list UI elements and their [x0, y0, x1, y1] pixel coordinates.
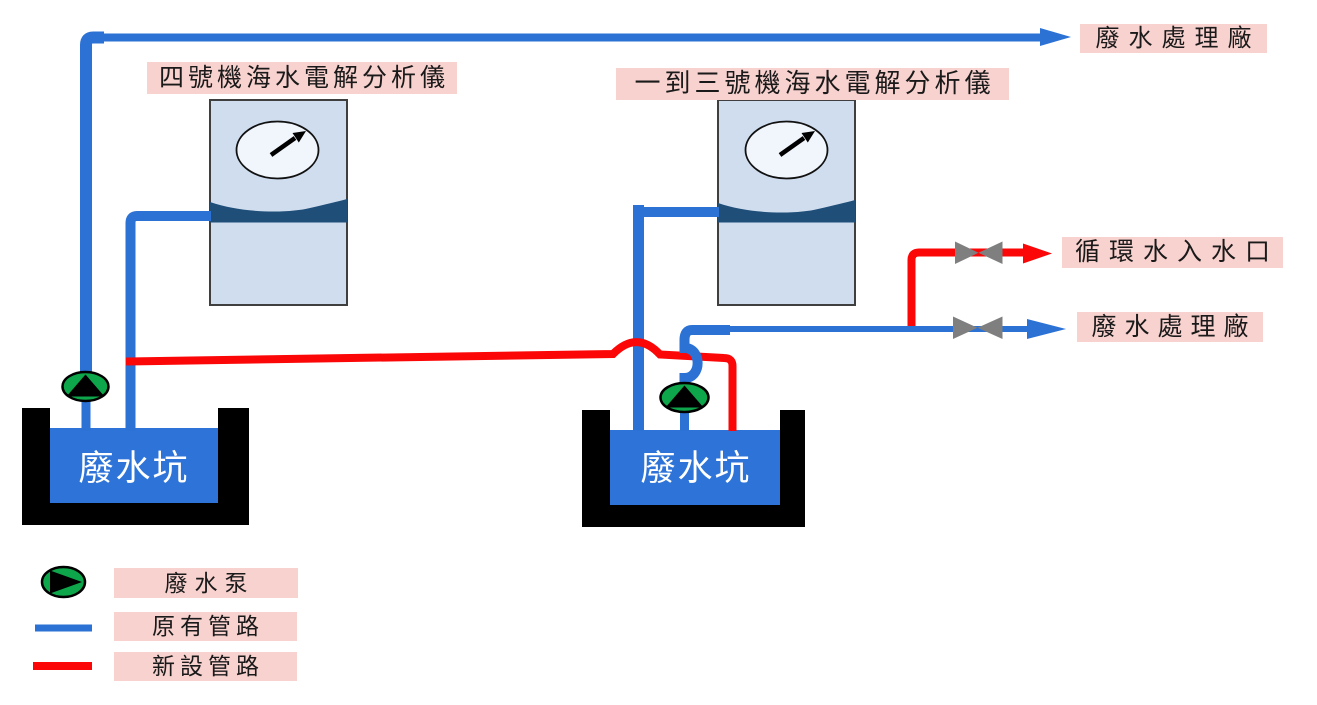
label-analyzer-unit1to3: 一到三號機海水電解分析儀 [616, 68, 1009, 100]
legend-new-pipe-swatch [33, 662, 92, 670]
legend-label-new-pipe: 新設管路 [114, 652, 297, 681]
analyzer-unit1to3-band [718, 200, 855, 223]
analyzer-unit1to3 [717, 99, 856, 306]
label-circulating-water-inlet: 循環水入水口 [1062, 237, 1283, 268]
analyzer-unit1to3-needle-icon [778, 136, 806, 157]
pump-left-icon [61, 370, 110, 403]
pit-right-basin [582, 410, 805, 527]
valve-new-pipe-icon [955, 241, 1003, 264]
existing-pipe-left-riser [80, 31, 104, 382]
analyzer-unit4-needle-tip [292, 131, 306, 143]
valve-new-right-wedge [978, 241, 1003, 264]
label-pit-right: 廢水坑 [640, 448, 752, 488]
analyzer-unit1to3-needle-tip [801, 131, 815, 143]
analyzer-unit4 [209, 99, 348, 306]
pump-left-impeller [66, 374, 105, 397]
legend-label-existing-pipe: 原有管路 [114, 612, 297, 641]
valve-existing-left-wedge [953, 316, 978, 339]
analyzer-unit4-needle-icon [269, 136, 297, 157]
label-analyzer-unit4: 四號機海水電解分析儀 [147, 62, 457, 94]
existing-pipe-right-pump-discharge [679, 325, 730, 388]
pit-right-water [610, 430, 780, 505]
legend-existing-pipe-swatch [35, 624, 92, 632]
arrow-circulating-inlet-icon [1023, 243, 1052, 264]
label-pit-left: 廢水坑 [78, 448, 190, 488]
existing-pipe-unit4-drain [125, 211, 211, 431]
pit-left [22, 408, 249, 525]
new-pipe-circulating-branch [907, 248, 1025, 329]
arrow-right-treatment-icon [1027, 319, 1066, 339]
label-treatment-plant-right: 廢水處理廠 [1077, 312, 1263, 342]
pump-right-icon [659, 381, 710, 414]
arrow-top-treatment-icon [1040, 28, 1071, 46]
valve-existing-right-wedge [977, 316, 1003, 339]
valve-existing-pipe-icon [953, 316, 1003, 339]
pit-left-water [50, 428, 218, 503]
legend-label-pump: 廢水泵 [114, 568, 298, 598]
label-treatment-plant-top: 廢水處理廠 [1080, 24, 1267, 53]
pit-right [582, 410, 805, 527]
pit-left-basin [22, 408, 249, 525]
analyzer-unit4-band [210, 199, 347, 223]
legend-pump-impeller [50, 570, 82, 594]
legend-pump-icon [40, 565, 87, 599]
pump-right-impeller [665, 385, 704, 408]
valve-new-left-wedge [955, 241, 979, 264]
